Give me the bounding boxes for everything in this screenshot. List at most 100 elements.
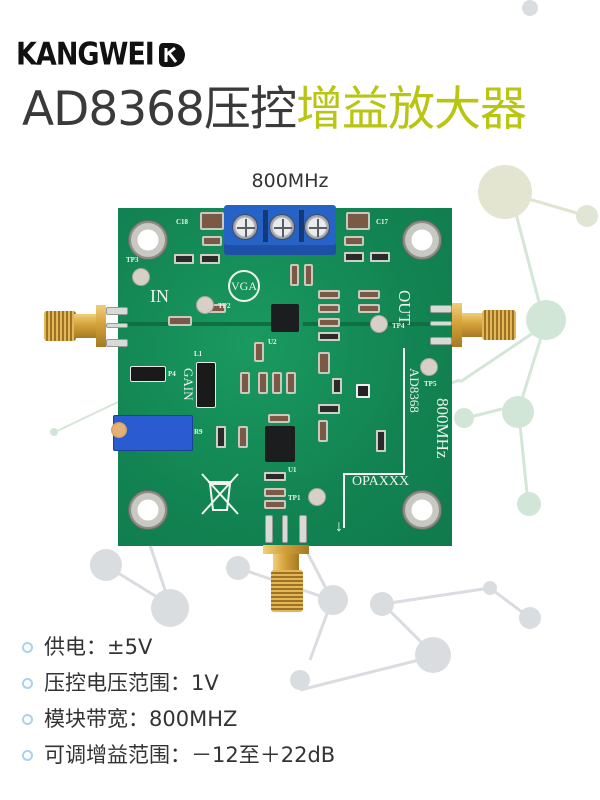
vga-text: VGA: [231, 279, 257, 293]
silk-opamp-label: OPAXXX: [352, 474, 410, 489]
capacitor-c3: [304, 264, 313, 286]
capacitor-c16: [240, 372, 250, 394]
bullet-circle-icon: [22, 641, 33, 653]
rf-trace-in: [118, 322, 278, 326]
headline-model: AD8368压控: [22, 82, 297, 137]
resistor-r8: [318, 318, 340, 327]
screw-terminal-block: [224, 205, 336, 255]
silk-r9: R9: [194, 428, 203, 436]
silk-outline-horizontal: [343, 473, 405, 475]
bullet-circle-icon: [22, 713, 33, 725]
capacitor-c10: [318, 290, 340, 299]
capacitor-c21: [272, 372, 282, 394]
spec-value: －12至＋22dB: [191, 743, 336, 767]
silk-out-label: OUT: [395, 290, 414, 325]
capacitor-c5: [290, 264, 299, 286]
weee-recycle-bin-icon: [201, 473, 239, 515]
silk-down-arrow-icon: ↓: [335, 518, 343, 535]
trimmer-potentiometer: [111, 415, 193, 451]
capacitor-c17: [346, 212, 370, 230]
ad8368-chip: [271, 304, 299, 332]
silk-tp2: TP2: [218, 302, 231, 310]
frequency-label: 800MHz: [251, 170, 329, 192]
capacitor-c15: [254, 342, 264, 362]
spec-item-bandwidth: 模块带宽：800MHZ: [22, 700, 335, 736]
testpoint-tp5: [420, 358, 438, 376]
spec-list: 供电：±5V 压控电压范围：1V 模块带宽：800MHZ 可调增益范围：－12至…: [22, 628, 335, 772]
spec-item-gain-range: 可调增益范围：－12至＋22dB: [22, 736, 335, 772]
testpoint-tp2: [196, 296, 214, 314]
silk-c18: C18: [176, 218, 189, 226]
silk-gain-label: GAIN: [181, 368, 196, 401]
spec-label: 供电：: [44, 635, 107, 659]
spec-label: 可调增益范围：: [44, 743, 191, 767]
resistor-r7: [318, 352, 330, 374]
jumper-header-p4: [130, 366, 166, 382]
silk-tp1: TP1: [288, 494, 301, 502]
silk-p4: P4: [168, 370, 176, 378]
terminal-divider: [263, 210, 268, 242]
mounting-hole-bottom-right: [402, 490, 442, 530]
spec-item-control-voltage: 压控电压范围：1V: [22, 664, 335, 700]
pcb-board: IN OUT VGA GAIN AD8368 800MHz OPAXXX ↓: [118, 208, 452, 546]
silk-chip-label: AD8368: [407, 368, 422, 413]
silk-tp5: TP5: [424, 380, 437, 388]
capacitor-c12: [358, 290, 380, 299]
capacitor-c22: [258, 372, 268, 394]
silk-bandwidth-label: 800MHz: [433, 398, 452, 459]
capacitor-c11: [168, 316, 192, 326]
capacitor-c24: [318, 404, 340, 414]
testpoint-tp4: [370, 315, 388, 333]
silk-c17: C17: [376, 218, 389, 226]
mounting-hole-top-right: [402, 220, 442, 260]
bullet-circle-icon: [22, 677, 33, 689]
silk-u1: U1: [288, 466, 297, 474]
capacitor-c20: [344, 236, 364, 246]
brand-k-mark-icon: [158, 43, 185, 67]
capacitor-c18: [200, 212, 224, 230]
capacitor-c4: [358, 304, 380, 313]
silk-l1: L1: [194, 350, 203, 358]
resistor-r6-pad: [356, 384, 370, 398]
capacitor-c23: [286, 372, 296, 394]
diode-d1: [200, 254, 220, 264]
resistor-r13: [216, 426, 226, 448]
mounting-hole-top-left: [128, 220, 168, 260]
silk-in-label: IN: [150, 286, 169, 306]
silk-u2: U2: [268, 338, 277, 346]
jumper-header-gain: [196, 362, 216, 408]
capacitor-c8: [268, 414, 290, 423]
spec-value: 1V: [191, 671, 219, 695]
terminal-screw-1-icon: [232, 214, 258, 240]
capacitor-c2: [238, 426, 248, 448]
testpoint-tp3: [132, 268, 150, 286]
capacitor-c19: [202, 236, 222, 246]
silk-arrow-shaft: [343, 473, 345, 528]
brand-name: KANGWEI: [16, 36, 155, 72]
silk-outline-vertical: [403, 348, 405, 473]
sma-connector-in: [44, 305, 128, 347]
diode-d2: [370, 252, 390, 262]
silk-vga-label: VGA: [228, 270, 260, 302]
resistor-r4: [318, 420, 328, 442]
capacitor-c13: [318, 304, 340, 313]
resistor-r2: [264, 472, 286, 481]
spec-value: ±5V: [107, 635, 153, 659]
sma-connector-out: [430, 303, 520, 347]
terminal-screw-3-icon: [304, 214, 330, 240]
resistor-r10: [332, 378, 342, 394]
opamp-chip: [265, 426, 295, 462]
spec-item-power: 供电：±5V: [22, 628, 335, 664]
testpoint-tp1: [308, 488, 326, 506]
resistor-r12: [344, 252, 364, 262]
terminal-divider: [299, 210, 304, 242]
headline-description: 增益放大器: [295, 82, 527, 137]
sma-connector-bottom: [263, 515, 309, 615]
pot-adjust-screw-icon: [111, 422, 127, 438]
terminal-screw-2-icon: [269, 214, 295, 240]
spec-label: 压控电压范围：: [44, 671, 191, 695]
capacitor-c1: [264, 488, 286, 497]
silk-tp3: TP3: [126, 256, 139, 264]
bullet-circle-icon: [22, 749, 33, 761]
spec-label: 模块带宽：: [44, 707, 149, 731]
